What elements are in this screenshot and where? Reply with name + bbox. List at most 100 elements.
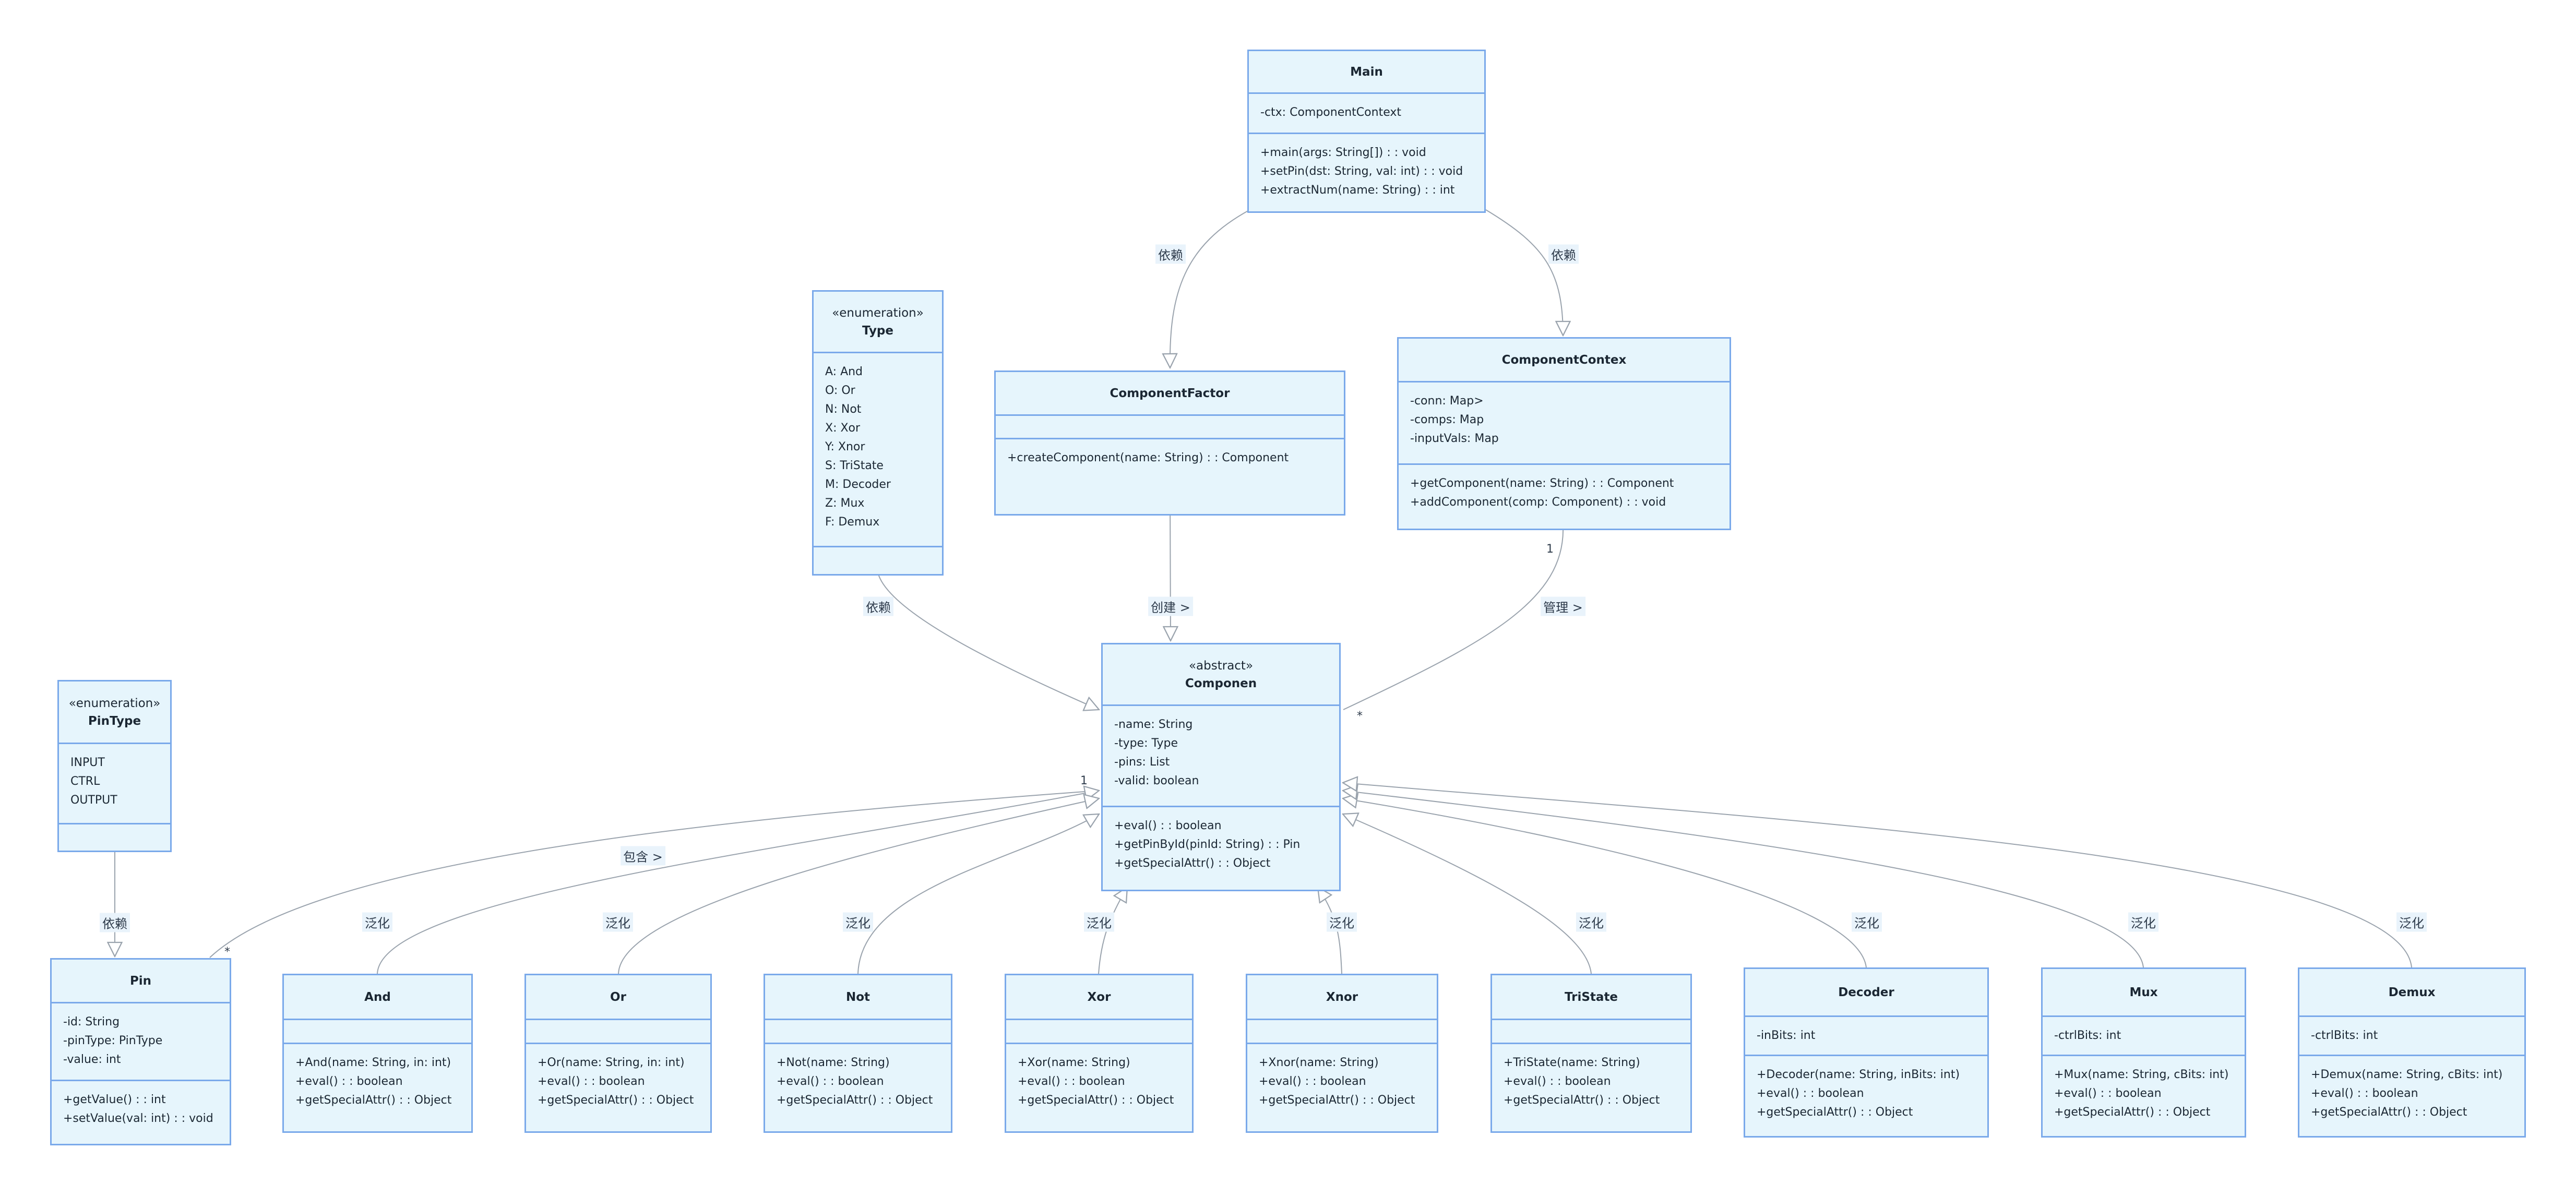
class-name: Or bbox=[610, 990, 626, 1004]
edge-not-to-component bbox=[857, 814, 1099, 974]
method: +eval() : : boolean bbox=[1259, 1075, 1366, 1088]
edge-label: 依赖 bbox=[1155, 244, 1186, 264]
class-methods: +Xnor(name: String)+eval() : : boolean+g… bbox=[1247, 1044, 1437, 1131]
class-stereotype: «abstract» bbox=[1188, 659, 1254, 673]
class-box-pin: Pin -id: String-pinType: PinType-value: i… bbox=[50, 958, 231, 1145]
edge-component-to-pin bbox=[209, 790, 1100, 958]
class-header: ComponentContex bbox=[1399, 339, 1730, 382]
method: +getSpecialAttr() : : Object bbox=[777, 1094, 933, 1107]
class-header: Not bbox=[765, 975, 951, 1020]
edge-label: 泛化 bbox=[603, 912, 633, 932]
method: +Or(name: String, in: int) bbox=[538, 1056, 685, 1069]
method: +setPin(dst: String, val: int) : : void bbox=[1260, 165, 1463, 178]
method: +getSpecialAttr() : : Object bbox=[1114, 857, 1271, 870]
method: +getComponent(name: String) : : Componen… bbox=[1410, 477, 1674, 490]
class-stereotype: «enumeration» bbox=[832, 306, 924, 320]
method: +getSpecialAttr() : : Object bbox=[538, 1094, 694, 1107]
class-header: Or bbox=[526, 975, 710, 1020]
method: +eval() : : boolean bbox=[2311, 1087, 2418, 1100]
class-header: And bbox=[284, 975, 471, 1020]
class-attributes bbox=[526, 1020, 710, 1044]
method: +extractNum(name: String) : : int bbox=[1260, 184, 1455, 197]
edge-label: 泛化 bbox=[2128, 912, 2158, 932]
class-methods: +getValue() : : int+setValue(val: int) :… bbox=[52, 1081, 230, 1144]
method: +getSpecialAttr() : : Object bbox=[1018, 1094, 1174, 1107]
method: +Mux(name: String, cBits: int) bbox=[2054, 1068, 2229, 1081]
class-header: TriState bbox=[1492, 975, 1690, 1020]
attribute: O: Or bbox=[825, 384, 855, 397]
attribute: Z: Mux bbox=[825, 497, 865, 510]
attribute: -conn: Map> bbox=[1410, 394, 1484, 408]
attribute: M: Decoder bbox=[825, 478, 891, 491]
class-name: Componen bbox=[1185, 676, 1257, 690]
class-name: ComponentFactor bbox=[1110, 386, 1230, 400]
multiplicity-label: 1 bbox=[1546, 543, 1554, 556]
attribute: F: Demux bbox=[825, 516, 880, 529]
class-name: And bbox=[364, 990, 391, 1004]
method: +getSpecialAttr() : : Object bbox=[2311, 1106, 2467, 1119]
class-box-decoder: Decoder -inBits: int +Decoder(name: String… bbox=[1744, 967, 1989, 1138]
class-header: Mux bbox=[2043, 969, 2245, 1017]
class-methods: +getComponent(name: String) : : Componen… bbox=[1399, 465, 1730, 529]
attribute: -ctrlBits: int bbox=[2054, 1029, 2121, 1042]
attribute: -type: Type bbox=[1114, 737, 1178, 750]
method: +Xor(name: String) bbox=[1018, 1056, 1130, 1069]
class-name: Xnor bbox=[1326, 990, 1358, 1004]
class-methods: +Or(name: String, in: int)+eval() : : bo… bbox=[526, 1044, 710, 1131]
class-name: Not bbox=[845, 990, 870, 1004]
class-attributes: -ctrlBits: int bbox=[2299, 1017, 2524, 1056]
class-box-main: Main -ctx: ComponentContext +main(args: St… bbox=[1247, 50, 1486, 213]
attribute: S: TriState bbox=[825, 459, 884, 472]
method: +getSpecialAttr() : : Object bbox=[1504, 1094, 1660, 1107]
class-header: ComponentFactor bbox=[996, 372, 1344, 416]
class-box-factory: ComponentFactor+createComponent(name: St… bbox=[994, 370, 1345, 516]
method: +getSpecialAttr() : : Object bbox=[2054, 1106, 2211, 1119]
attribute: -ctx: ComponentContext bbox=[1260, 106, 1401, 119]
class-stereotype: «enumeration» bbox=[68, 696, 161, 710]
method: +Not(name: String) bbox=[777, 1056, 890, 1069]
class-attributes bbox=[996, 416, 1344, 439]
edge-label: 管理 > bbox=[1541, 596, 1585, 616]
attribute: N: Not bbox=[825, 403, 862, 416]
class-attributes: -name: String-type: Type-pins: List-vali… bbox=[1103, 706, 1339, 807]
class-methods: +TriState(name: String)+eval() : : boole… bbox=[1492, 1044, 1690, 1131]
class-box-context: ComponentContex-conn: Map>-comps: Map-in… bbox=[1397, 337, 1731, 530]
class-box-not: Not+Not(name: String)+eval() : : boolean… bbox=[764, 974, 952, 1133]
multiplicity-label: * bbox=[1357, 710, 1363, 723]
edge-demux-to-component bbox=[1343, 783, 2412, 968]
class-methods: +Mux(name: String, cBits: int) +eval() : … bbox=[2043, 1056, 2245, 1136]
edge-or-to-component bbox=[618, 798, 1099, 974]
method: +getSpecialAttr() : : Object bbox=[1757, 1106, 1913, 1119]
class-box-xnor: Xnor +Xnor(name: String)+eval() : : boole… bbox=[1246, 974, 1438, 1133]
class-header: Demux bbox=[2299, 969, 2524, 1017]
class-box-component: «abstract» Componen -name: String-type: Ty… bbox=[1101, 643, 1341, 891]
class-name: Pin bbox=[129, 974, 152, 988]
class-name: Main bbox=[1350, 65, 1383, 79]
class-name: Type bbox=[862, 324, 893, 338]
method: +main(args: String[]) : : void bbox=[1260, 146, 1426, 159]
edge-context-to-component bbox=[1343, 525, 1564, 710]
multiplicity-label: 1 bbox=[1080, 774, 1088, 787]
class-box-and: And +And(name: String, in: int)+eval() : … bbox=[282, 974, 473, 1133]
method: +getValue() : : int bbox=[63, 1093, 166, 1106]
class-header: Decoder bbox=[1745, 969, 1987, 1017]
class-attributes bbox=[1006, 1020, 1192, 1044]
method: +Decoder(name: String, inBits: int) bbox=[1757, 1068, 1960, 1081]
class-name: TriState bbox=[1564, 990, 1618, 1004]
class-attributes bbox=[1247, 1020, 1437, 1044]
method: +eval() : : boolean bbox=[2054, 1087, 2162, 1100]
attribute: -inBits: int bbox=[1757, 1029, 1816, 1042]
class-attributes: -id: String-pinType: PinType-value: int bbox=[52, 1003, 230, 1081]
class-methods: +And(name: String, in: int)+eval() : : b… bbox=[284, 1044, 471, 1131]
class-header: Xnor bbox=[1247, 975, 1437, 1020]
class-name: Decoder bbox=[1838, 985, 1894, 999]
edge-main-to-context bbox=[1485, 209, 1563, 336]
attribute: -comps: Map bbox=[1410, 413, 1484, 426]
edge-label: 依赖 bbox=[863, 596, 893, 616]
edge-label: 泛化 bbox=[843, 912, 873, 932]
edge-label: 泛化 bbox=[1852, 912, 1882, 932]
